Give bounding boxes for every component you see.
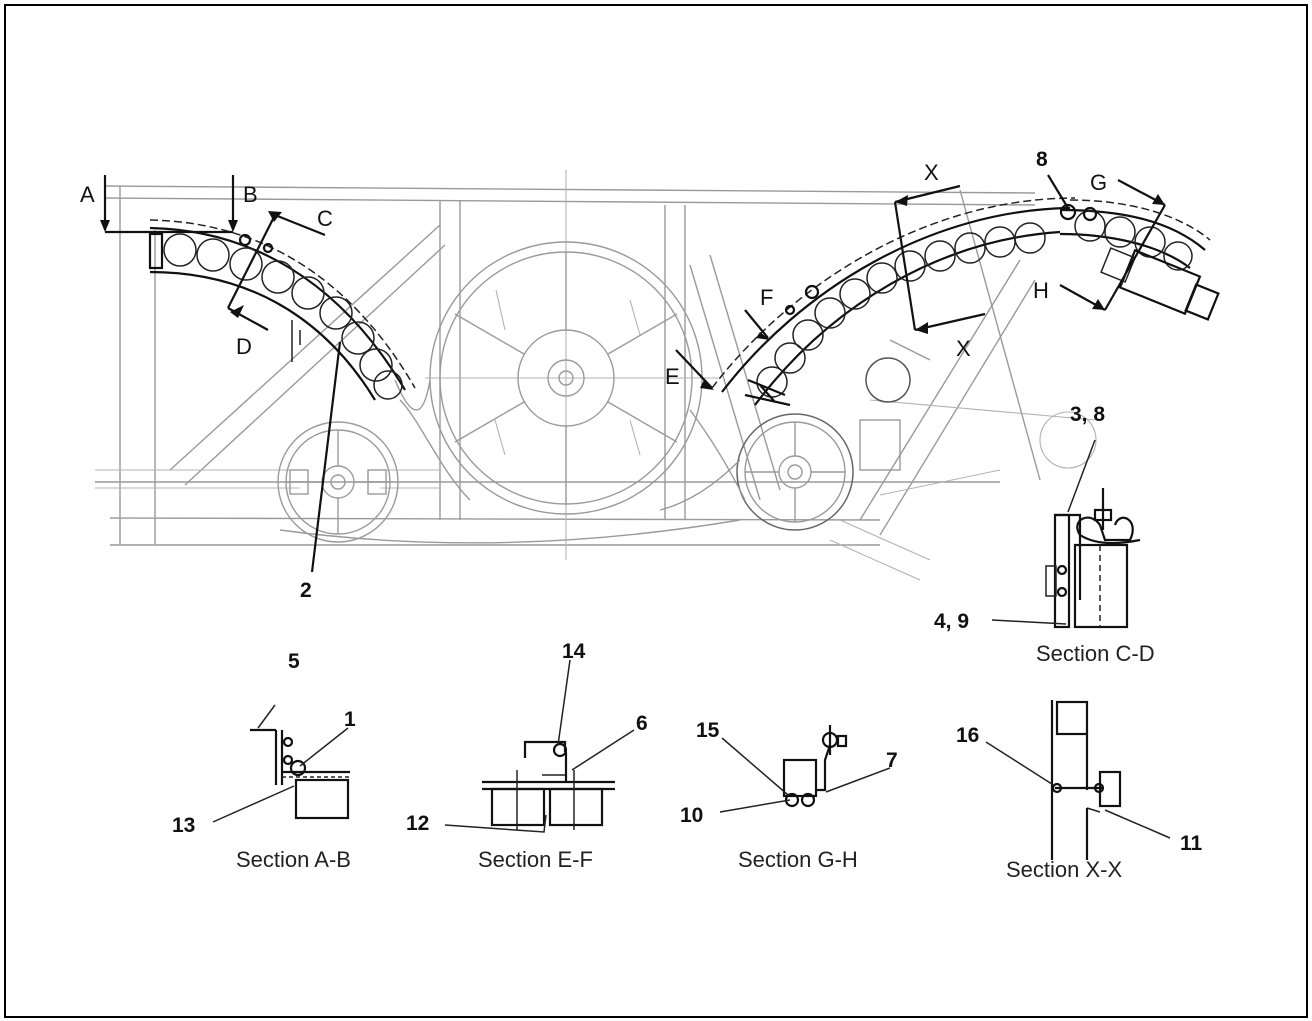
callout-16: 16 xyxy=(956,724,979,747)
tension-wheel-right xyxy=(736,413,854,531)
diagram-frame xyxy=(4,4,1308,1018)
detail-section-cd xyxy=(991,439,1141,629)
actuator-right xyxy=(859,339,931,471)
label-b: B xyxy=(243,182,258,207)
arrow-c-icon xyxy=(268,211,282,222)
label-x-bottom: X xyxy=(956,336,971,361)
arrow-b-icon xyxy=(228,220,238,232)
detail-section-ab xyxy=(212,704,350,823)
callout-13: 13 xyxy=(172,814,195,837)
caption-section-gh: Section G-H xyxy=(738,847,858,872)
section-cut-lines xyxy=(100,175,1166,390)
belt-path xyxy=(279,379,746,544)
callout-11: 11 xyxy=(1180,832,1203,855)
leader-8 xyxy=(1047,174,1069,209)
right-curved-conveyor xyxy=(711,197,1220,407)
detail-section-xx xyxy=(985,700,1171,860)
right-rollers xyxy=(756,210,1193,398)
callout-1: 1 xyxy=(344,708,356,731)
callout-2: 2 xyxy=(300,579,312,602)
drive-wheel-large xyxy=(429,241,703,515)
caption-section-cd: Section C-D xyxy=(1036,641,1155,666)
caption-section-xx: Section X-X xyxy=(1006,857,1122,882)
label-x-top: X xyxy=(924,160,939,185)
callout-5: 5 xyxy=(288,650,300,673)
label-e: E xyxy=(665,364,680,389)
callout-14: 14 xyxy=(562,640,586,663)
callout-12: 12 xyxy=(406,812,429,835)
callout-4-9: 4, 9 xyxy=(934,610,969,633)
callout-7: 7 xyxy=(886,749,898,772)
callout-15: 15 xyxy=(696,719,720,742)
label-a: A xyxy=(80,182,95,207)
arrow-h-icon xyxy=(1092,299,1105,310)
arrow-f-icon xyxy=(756,332,770,340)
arrow-d-icon xyxy=(230,305,244,318)
arrow-g-icon xyxy=(1152,194,1165,205)
label-g: G xyxy=(1090,170,1107,195)
drive-motor xyxy=(1100,247,1220,321)
callout-8: 8 xyxy=(1036,148,1048,171)
arrow-x-top-icon xyxy=(895,195,908,206)
callout-10: 10 xyxy=(680,804,703,827)
arrow-a-icon xyxy=(100,220,110,232)
arrow-e-icon xyxy=(700,380,714,390)
callout-6: 6 xyxy=(636,712,648,735)
leader-2 xyxy=(310,341,342,573)
label-c: C xyxy=(317,206,333,231)
label-h: H xyxy=(1033,278,1049,303)
detail-section-ef xyxy=(444,659,635,833)
arrow-x-bottom-icon xyxy=(915,322,928,334)
machine-frame-background xyxy=(95,170,1097,581)
caption-section-ab: Section A-B xyxy=(236,847,351,872)
callout-3-8: 3, 8 xyxy=(1070,403,1105,426)
caption-section-ef: Section E-F xyxy=(478,847,593,872)
detail-section-gh xyxy=(719,725,891,813)
left-rollers xyxy=(163,233,403,400)
tension-wheel-left xyxy=(277,421,399,543)
label-f: F xyxy=(760,285,773,310)
label-d: D xyxy=(236,334,252,359)
